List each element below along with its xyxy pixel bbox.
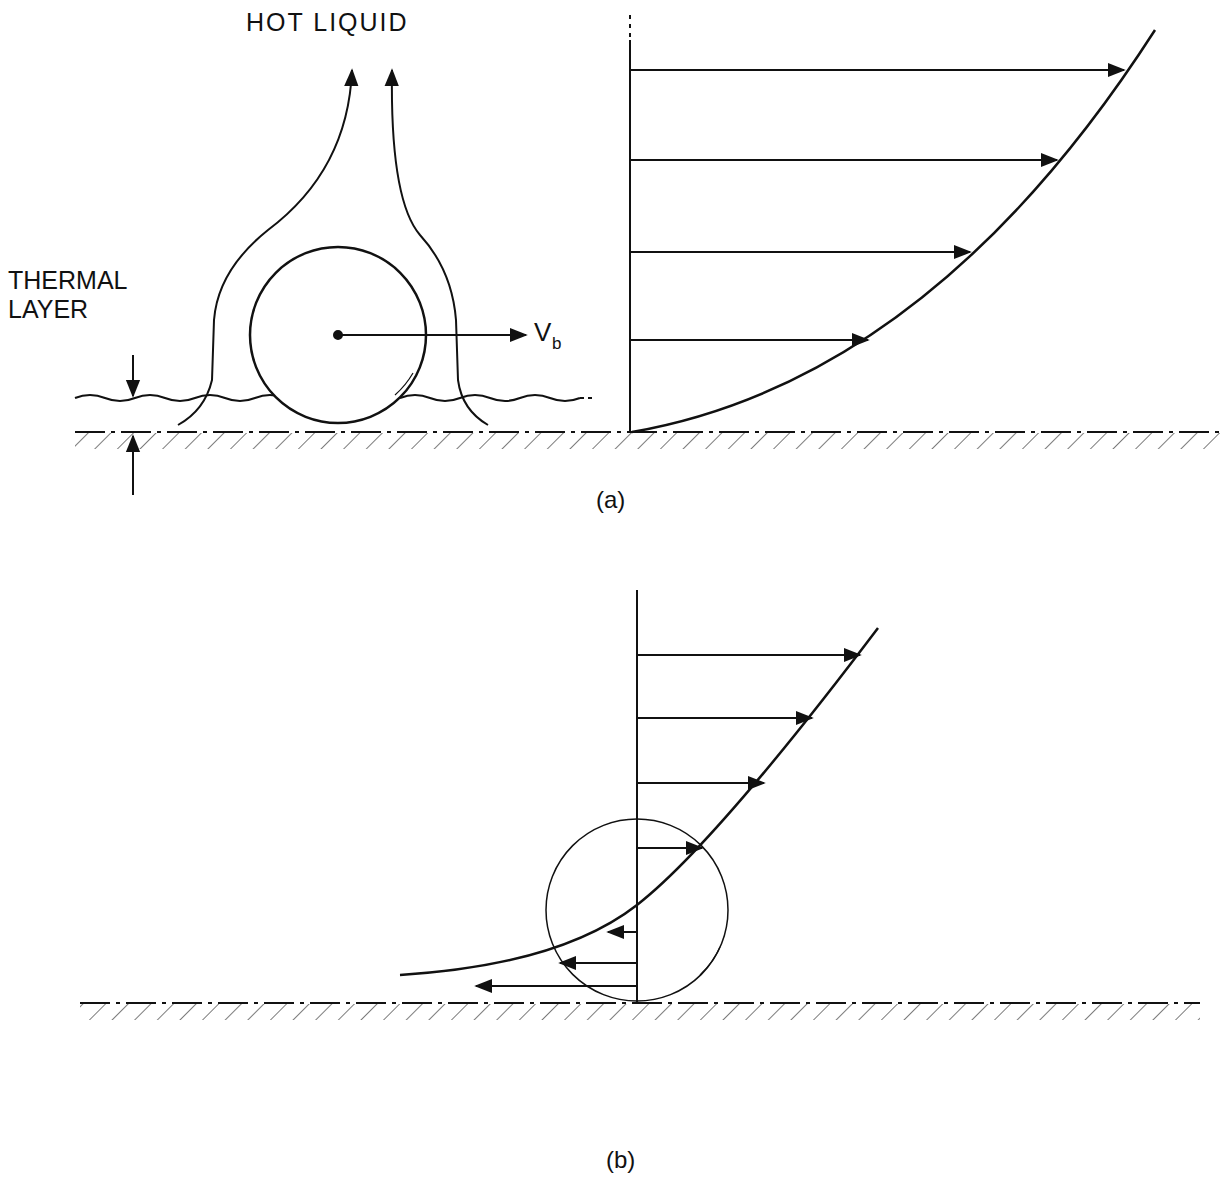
- flow-label: HOT LIQUID: [246, 8, 409, 37]
- wall-line: [75, 431, 1220, 433]
- profile-arrow: [630, 69, 1124, 71]
- velocity-subscript: b: [552, 334, 561, 354]
- profile-arrow: [630, 339, 868, 341]
- profile-arrow: [630, 251, 970, 253]
- velocity-profile: [400, 628, 878, 975]
- bubble-shading: [700, 947, 720, 975]
- layer-label: THERMAL LAYER: [8, 266, 173, 324]
- profile-arrow: [608, 931, 637, 933]
- velocity-arrow: [338, 334, 526, 336]
- plume-line: [178, 70, 352, 425]
- panel-label: (a): [596, 486, 625, 514]
- velocity-profile: [632, 30, 1155, 432]
- profile-arrow: [560, 962, 637, 964]
- profile-arrow: [476, 985, 637, 987]
- dimension-arrow: [132, 355, 134, 396]
- profile-arrow: [637, 782, 764, 784]
- thermal-layer-line: [580, 397, 595, 399]
- wall-hatching: [75, 433, 1220, 449]
- wall-line: [80, 1002, 1200, 1004]
- profile-axis: [629, 15, 631, 40]
- profile-axis: [629, 40, 631, 432]
- bubble-shading: [395, 373, 413, 395]
- profile-axis: [636, 590, 638, 1003]
- dimension-arrow: [132, 436, 134, 495]
- panel-label: (b): [606, 1146, 635, 1174]
- velocity-symbol: V: [534, 318, 551, 348]
- thermal-layer-line: [400, 395, 580, 401]
- profile-arrow: [637, 847, 702, 849]
- wall-hatching: [80, 1004, 1200, 1020]
- profile-arrow: [637, 654, 860, 656]
- plume-line: [392, 70, 488, 425]
- profile-arrow: [637, 717, 812, 719]
- profile-arrow: [630, 159, 1057, 161]
